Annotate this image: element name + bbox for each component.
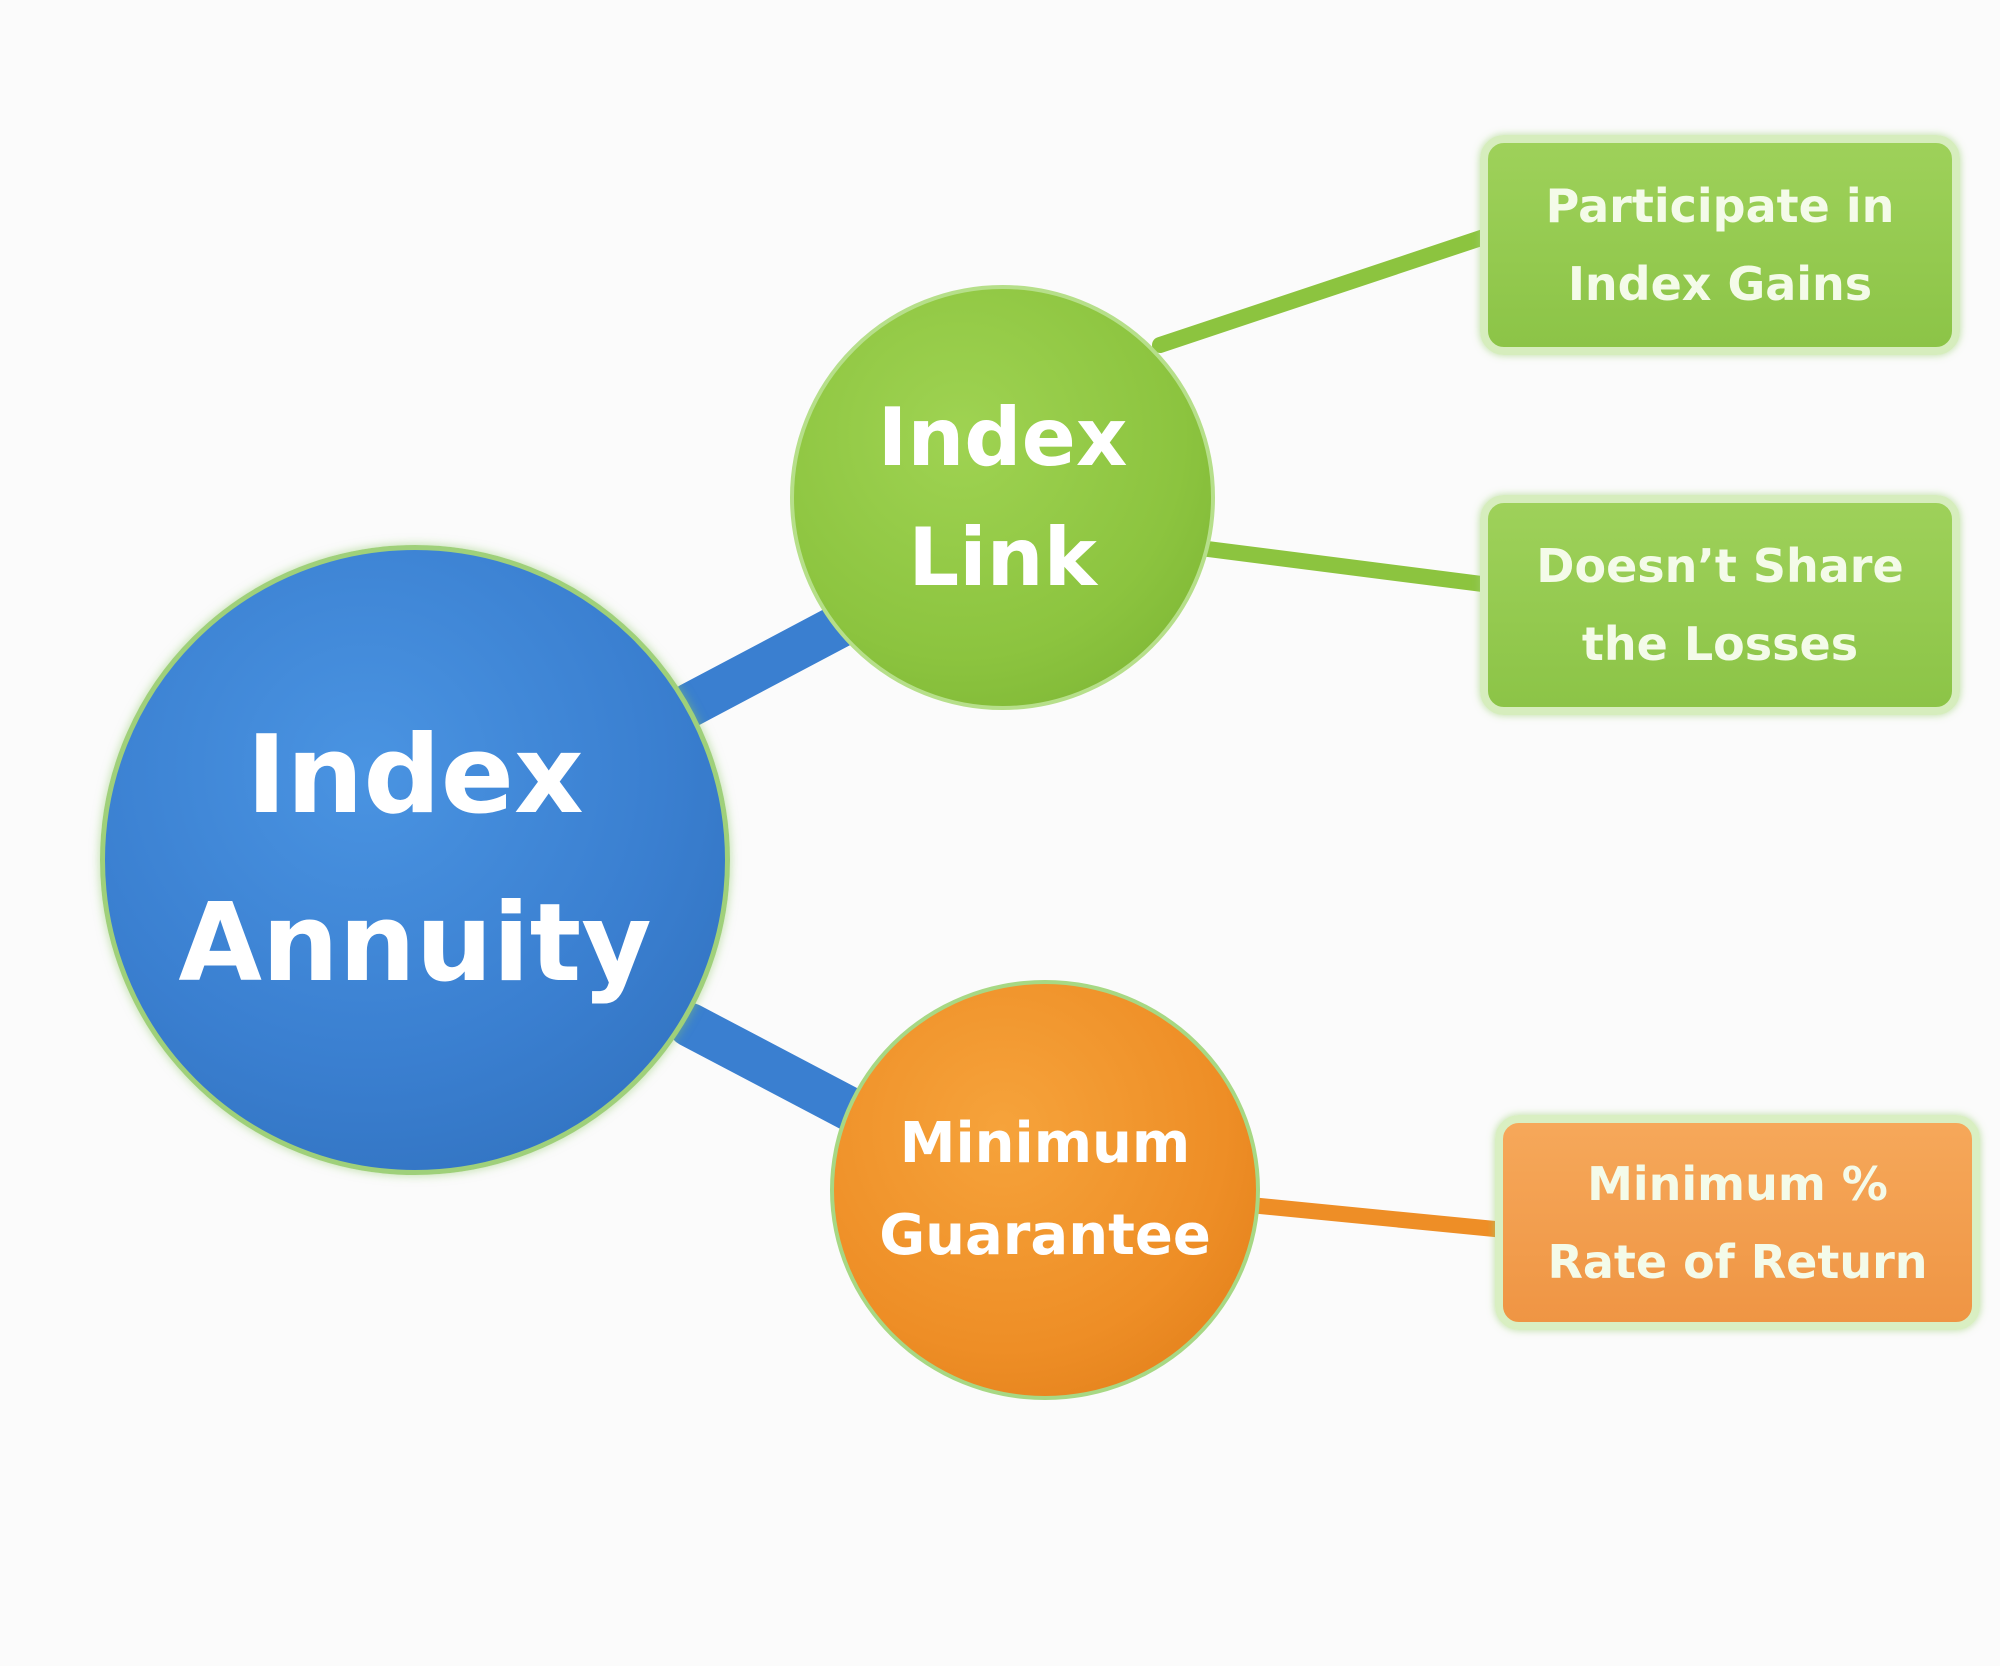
node-minimum-guarantee-line1: Minimum [899, 1111, 1191, 1176]
connector-minimum-to-return [1242, 1197, 1513, 1238]
node-index-annuity-line2: Annuity [178, 881, 652, 1006]
node-index-annuity-line1: Index [246, 713, 584, 838]
connector-link-to-gains [1152, 227, 1498, 353]
node-index-link: Index Link [790, 285, 1215, 710]
connector-link-to-losses [1192, 540, 1498, 593]
leaf-gains-line1: Participate in [1545, 179, 1895, 233]
node-index-annuity: Index Annuity [100, 545, 730, 1175]
leaf-losses-line2: the Losses [1581, 617, 1859, 671]
leaf-losses-line1: Doesn’t Share [1536, 539, 1904, 593]
connector-annuity-to-link [668, 593, 882, 727]
leaf-return-line2: Rate of Return [1547, 1234, 1928, 1289]
node-index-link-line2: Link [908, 510, 1097, 604]
leaf-gains-line2: Index Gains [1567, 257, 1873, 311]
node-minimum-guarantee-line2: Guarantee [879, 1203, 1211, 1268]
leaf-minimum-rate-of-return: Minimum % Rate of Return [1495, 1115, 1980, 1330]
leaf-participate-in-index-gains: Participate in Index Gains [1480, 135, 1960, 355]
node-index-link-line1: Index [877, 390, 1128, 484]
leaf-doesnt-share-the-losses: Doesn’t Share the Losses [1480, 495, 1960, 715]
node-minimum-guarantee: Minimum Guarantee [830, 980, 1260, 1400]
leaf-return-line1: Minimum % [1587, 1156, 1888, 1211]
